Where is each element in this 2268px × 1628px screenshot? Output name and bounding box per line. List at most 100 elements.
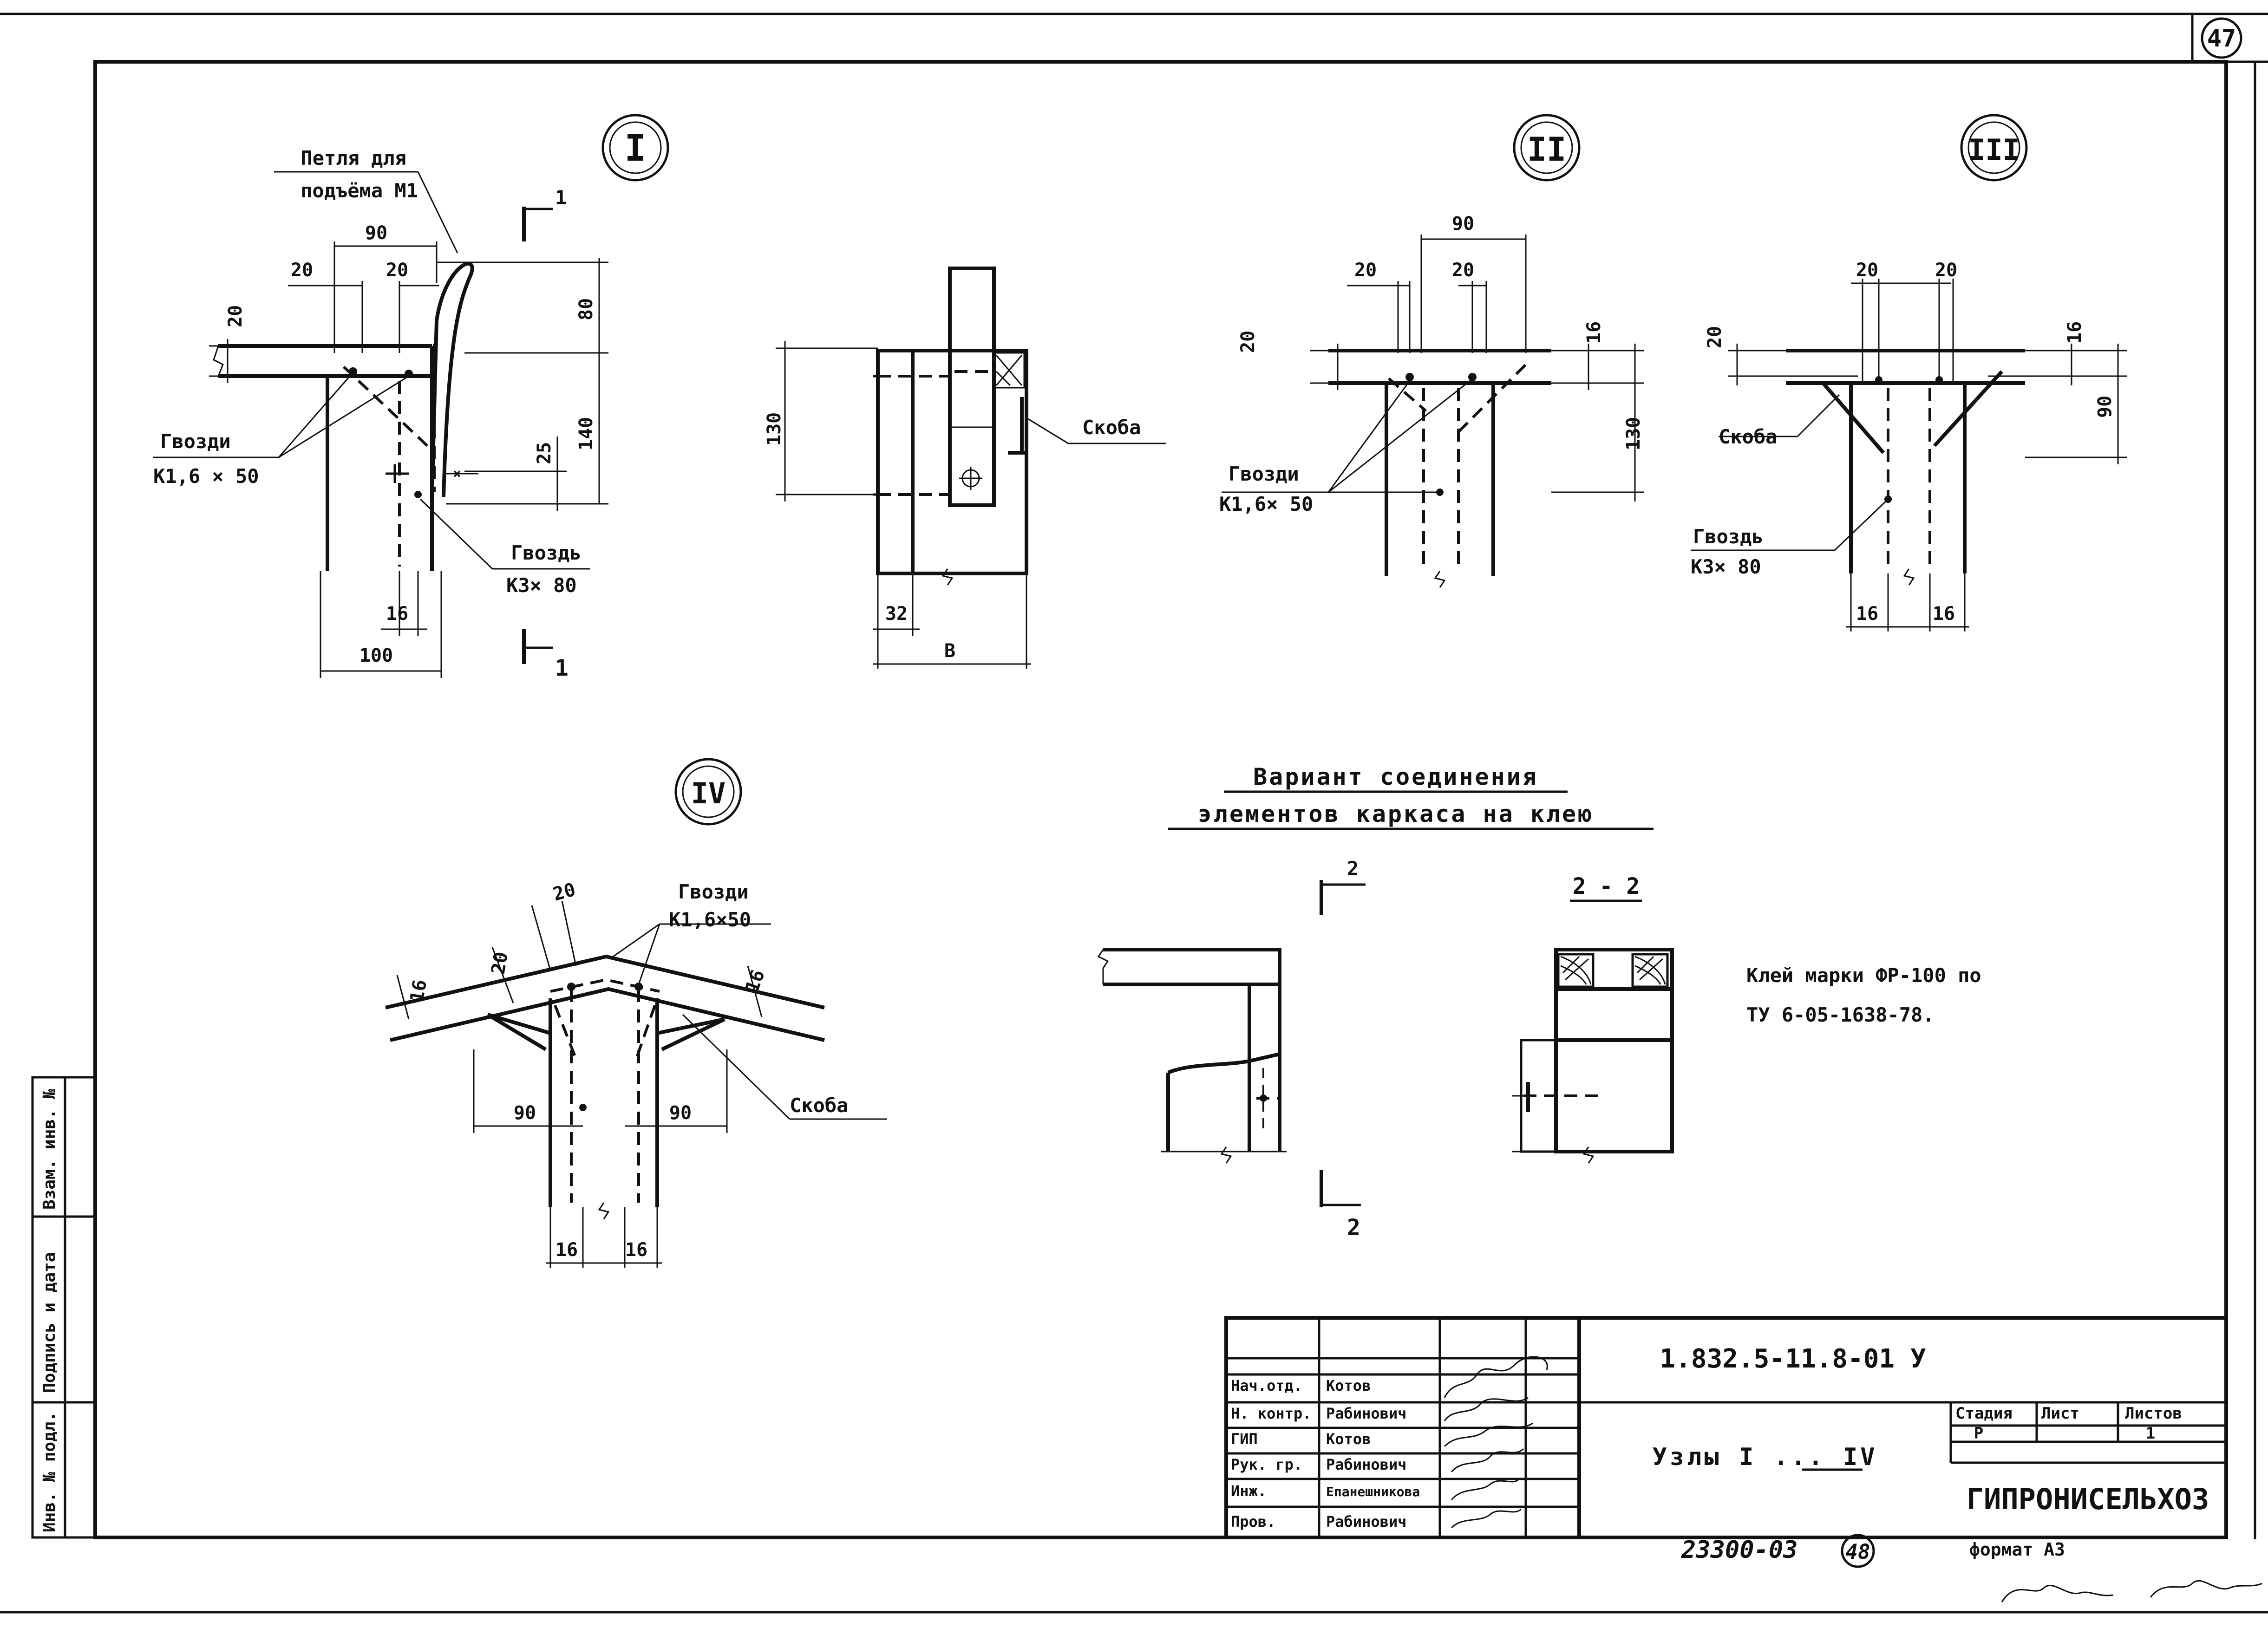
node-2-dim-130: 130 [1623, 417, 1644, 450]
node-2-marker [1513, 114, 1581, 182]
node-4-bracket-label: Скоба [790, 1094, 848, 1117]
glue-title-line-2: элементов каркаса на клею [1198, 801, 1594, 827]
node-3-dim-16a: 16 [1856, 603, 1878, 625]
node-1-nails-spec: К1,6 × 50 [153, 465, 259, 488]
node-1-dim-20v: 20 [225, 305, 246, 327]
side-stamp-replace-label: Взам. инв. № [40, 1089, 59, 1210]
side-stamp-sign-label: Подпись и дата [40, 1252, 59, 1393]
node-3-dim-20a: 20 [1856, 260, 1878, 281]
node-1-nail-spec: К3× 80 [506, 574, 577, 597]
bottom-sheet-number-circle [1841, 1534, 1875, 1568]
sheet-frame [0, 13, 2268, 1614]
archive-number: 23300-03 [1681, 1536, 1797, 1564]
node-3-drawing [1691, 279, 2127, 632]
glue-note-line-1: Клей марки ФР-100 по [1746, 964, 1981, 987]
node-1-dim-100: 100 [359, 645, 393, 666]
node-1-dim-90: 90 [365, 222, 387, 244]
title-org: ГИПРОНИСЕЛЬХОЗ [1967, 1482, 2209, 1516]
title-code: 1.832.5-11.8-01 У [1660, 1344, 1926, 1374]
glue-section-mark-bottom: 2 [1347, 1215, 1360, 1241]
node-1-loop-label-2: подъёма М1 [301, 179, 418, 202]
node-1-dim-140: 140 [575, 417, 597, 450]
glue-front-drawing [1097, 880, 1366, 1207]
glue-note-line-2: ТУ 6-05-1638-78. [1746, 1003, 1935, 1026]
title-role-2: ГИП [1231, 1430, 1258, 1448]
node-4-dim-16a: 16 [556, 1239, 578, 1261]
node-2-nails-label: Гвозди [1229, 462, 1299, 485]
node-4-dim-20b: 20 [488, 950, 513, 976]
node-3-nail-spec: К3× 80 [1691, 555, 1761, 578]
node-1-nails-label: Гвозди [160, 430, 231, 453]
title-name-4: Епанешникова [1326, 1484, 1420, 1499]
node-3-marker [1960, 114, 2028, 182]
format-label: формат А3 [1969, 1539, 2065, 1560]
node-4-dim-90l: 90 [514, 1102, 536, 1124]
node-3-nail-label: Гвоздь [1693, 525, 1764, 548]
node-1-section-mark-bottom: 1 [555, 655, 569, 681]
title-role-4: Инж. [1231, 1482, 1267, 1500]
node-2-dim-16: 16 [1583, 321, 1605, 344]
title-stage-value: Р [1974, 1424, 1983, 1443]
bottom-sheet-number: 48 [1846, 1540, 1870, 1564]
node-1-dim-20b: 20 [386, 260, 408, 281]
side-stamp-inv-label: Инв. № подл. [40, 1412, 59, 1532]
title-name: Узлы I ... IV [1653, 1443, 1878, 1471]
node-4-marker [674, 758, 742, 826]
node-1-nail-label: Гвоздь [511, 541, 582, 564]
node-1-side-bracket-label: Скоба [1082, 416, 1141, 439]
glue-section-drawing [1512, 899, 1674, 1164]
node-3-marker-label: III [1968, 133, 2020, 167]
sheet-number-circle [2201, 17, 2242, 59]
title-name-2: Котов [1326, 1430, 1371, 1448]
title-name-3: Рабинович [1326, 1456, 1406, 1473]
node-1-side-dim-130: 130 [764, 412, 785, 446]
title-role-1: Н. контр. [1231, 1405, 1311, 1422]
node-3-dim-16b: 16 [1933, 603, 1955, 625]
title-name-5: Рабинович [1326, 1513, 1406, 1530]
title-name-1: Рабинович [1326, 1405, 1406, 1422]
title-role-3: Рук. гр. [1231, 1456, 1302, 1473]
title-role-0: Нач.отд. [1231, 1377, 1302, 1394]
glue-section-title: 2 - 2 [1573, 873, 1640, 899]
node-3-dim-90: 90 [2094, 396, 2116, 418]
node-3-bracket-label: Скоба [1719, 425, 1777, 448]
node-1-dim-20a: 20 [291, 260, 313, 281]
node-3-dim-20b: 20 [1935, 260, 1957, 281]
node-4-dim-16b: 16 [625, 1239, 647, 1261]
title-sheets-header: Листов [2125, 1404, 2182, 1423]
node-4-dim-20a: 20 [551, 879, 578, 905]
node-4-marker-label: IV [691, 776, 726, 810]
node-1-nail-tick: × [453, 466, 461, 482]
node-2-dim-90: 90 [1452, 213, 1474, 234]
glue-title-line-1: Вариант соединения [1253, 763, 1538, 790]
node-4-dim-90r: 90 [669, 1102, 692, 1124]
node-1-side-dim-B: В [944, 640, 955, 662]
node-1-marker-label: I [625, 128, 647, 169]
node-1-marker [601, 114, 669, 182]
node-1-section-mark-top: 1 [555, 186, 567, 209]
title-stage-header: Стадия [1955, 1404, 2013, 1423]
title-role-5: Пров. [1231, 1513, 1275, 1530]
node-2-marker-label: II [1527, 130, 1566, 169]
node-4-nails-spec: К1,6×50 [669, 908, 751, 931]
node-2-nails-spec: К1,6× 50 [1219, 493, 1313, 515]
node-1-loop-label-1: Петля для [301, 147, 406, 169]
node-1-dim-25: 25 [534, 442, 555, 464]
title-sheets-value: 1 [2146, 1424, 2155, 1443]
node-3-dim-20v: 20 [1704, 326, 1726, 348]
node-4-dim-16l: 16 [406, 978, 431, 1003]
node-2-dim-20v: 20 [1237, 331, 1259, 353]
title-sheet-header: Лист [2041, 1404, 2079, 1423]
title-block-grid [1224, 1316, 2228, 1539]
node-1-side-drawing [776, 267, 1166, 669]
node-4-nails-label: Гвозди [678, 880, 749, 903]
node-1-drawing: × [153, 171, 608, 678]
node-4-drawing [385, 900, 887, 1268]
node-2-dim-20b: 20 [1452, 260, 1474, 281]
node-2-drawing [1222, 234, 1644, 588]
node-1-side-dim-32: 32 [885, 603, 908, 625]
signature-marks [1444, 1356, 2262, 1602]
sheet-number: 47 [2207, 25, 2236, 52]
node-3-dim-16v: 16 [2064, 321, 2085, 344]
